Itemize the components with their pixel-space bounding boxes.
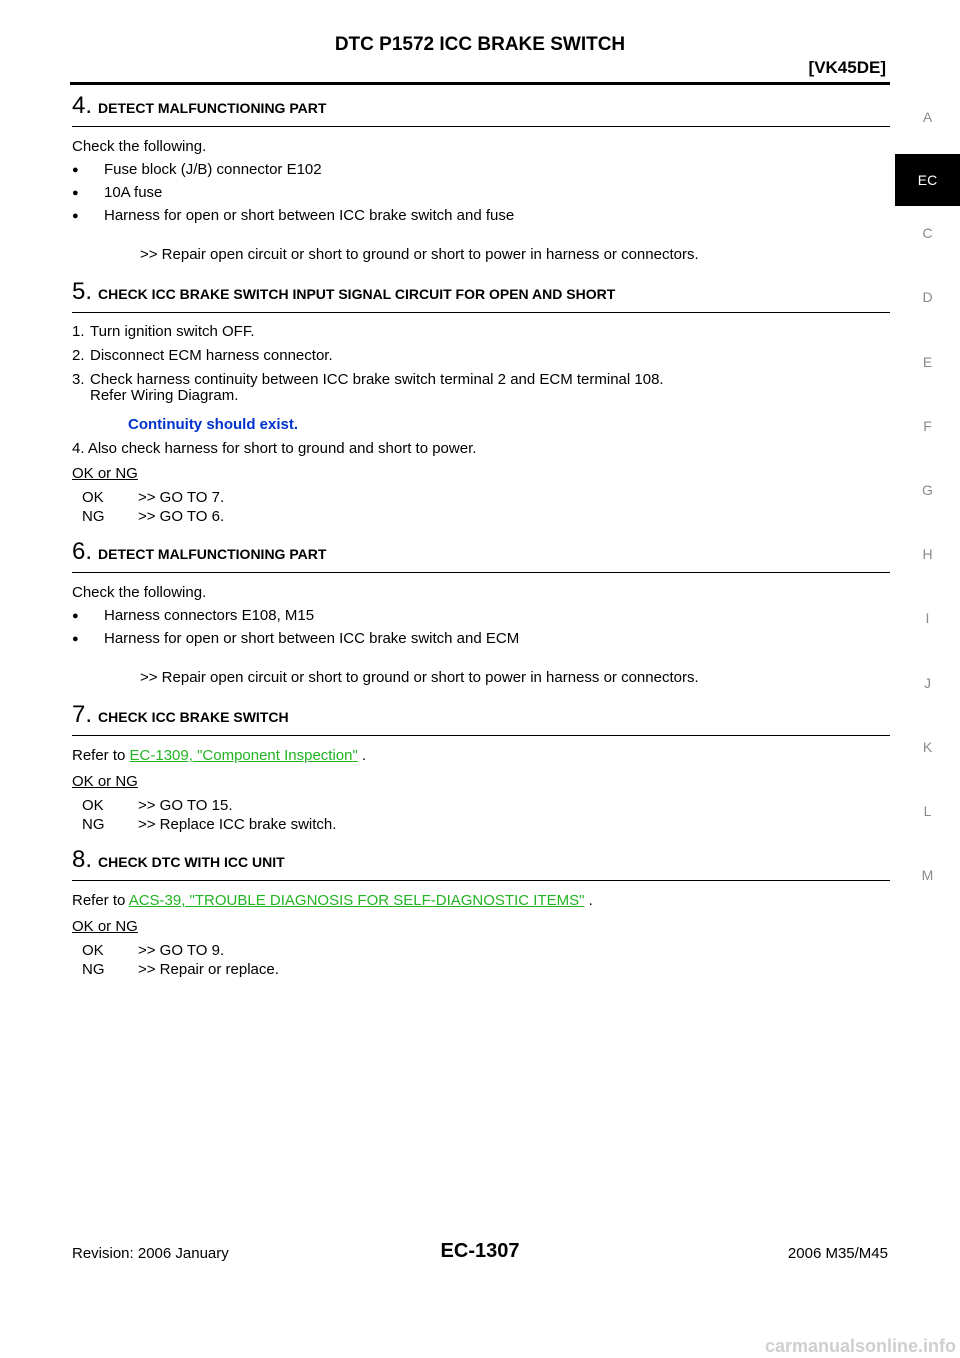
list-item: ●Harness for open or short between ICC b… — [72, 207, 515, 224]
list-item: 1.Turn ignition switch OFF. — [72, 323, 255, 340]
tab-k[interactable]: K — [922, 738, 933, 755]
ng-row: NG>> Repair or replace. — [82, 961, 279, 978]
bullet-icon: ● — [72, 210, 79, 222]
list-item: 3.Check harness continuity between ICC b… — [72, 371, 664, 404]
step-5-heading: 5. CHECK ICC BRAKE SWITCH INPUT SIGNAL C… — [72, 278, 890, 313]
step-title: CHECK DTC WITH ICC UNIT — [98, 854, 285, 870]
step-result: >> Repair open circuit or short to groun… — [140, 246, 699, 263]
step-number: 6. — [72, 538, 93, 565]
ok-ng-label: OK or NG — [72, 918, 138, 935]
bullet-icon: ● — [72, 633, 79, 645]
ng-row: NG>> Replace ICC brake switch. — [82, 816, 337, 833]
ng-row: NG>> GO TO 6. — [82, 508, 225, 525]
step-title: CHECK ICC BRAKE SWITCH — [98, 709, 289, 725]
tab-g[interactable]: G — [922, 481, 933, 498]
ok-ng-group: OK>> GO TO 9. NG>> Repair or replace. — [72, 941, 890, 979]
step-8-heading: 8. CHECK DTC WITH ICC UNIT — [72, 846, 890, 881]
model-text: 2006 M35/M45 — [787, 1245, 888, 1262]
section-tabs: A EC C D E F G H I J K L M — [895, 100, 960, 922]
bullet-icon: ● — [72, 164, 79, 176]
content: 4. DETECT MALFUNCTIONING PART Check the … — [72, 86, 890, 991]
tab-j[interactable]: J — [924, 674, 931, 691]
spec-text: Continuity should exist. — [128, 416, 299, 433]
header-rule — [70, 82, 890, 85]
trouble-diagnosis-link[interactable]: ACS-39, "TROUBLE DIAGNOSIS FOR SELF-DIAG… — [128, 892, 585, 909]
step-number: 7. — [72, 701, 93, 728]
watermark: carmanualsonline.info — [764, 1336, 956, 1356]
step-7-heading: 7. CHECK ICC BRAKE SWITCH — [72, 701, 890, 736]
tab-m[interactable]: M — [921, 867, 934, 884]
ok-row: OK>> GO TO 15. — [82, 797, 233, 814]
list-item: ●Fuse block (J/B) connector E102 — [72, 161, 322, 178]
step-intro: Check the following. — [72, 138, 207, 155]
list-item: ●Harness connectors E108, M15 — [72, 607, 315, 624]
step-title: DETECT MALFUNCTIONING PART — [98, 546, 327, 562]
revision-text: Revision: 2006 January — [72, 1245, 229, 1262]
refer-line: Refer to EC-1309, "Component Inspection"… — [72, 747, 367, 764]
tab-f[interactable]: F — [923, 417, 932, 434]
bullet-icon: ● — [72, 187, 79, 199]
ok-row: OK>> GO TO 7. — [82, 489, 225, 506]
tab-ec[interactable]: EC — [895, 154, 960, 207]
tab-h[interactable]: H — [922, 546, 933, 563]
ok-row: OK>> GO TO 9. — [82, 942, 225, 959]
step-intro: Check the following. — [72, 584, 207, 601]
page-number: EC-1307 — [440, 1240, 520, 1262]
ok-ng-group: OK>> GO TO 7. NG>> GO TO 6. — [72, 488, 890, 526]
bullet-icon: ● — [72, 610, 79, 622]
step-4-heading: 4. DETECT MALFUNCTIONING PART — [72, 92, 890, 127]
step-title: DETECT MALFUNCTIONING PART — [98, 100, 327, 116]
ok-ng-label: OK or NG — [72, 773, 138, 790]
tab-e[interactable]: E — [922, 353, 933, 370]
step-number: 4. — [72, 92, 93, 119]
tab-c[interactable]: C — [922, 225, 933, 242]
engine-code: [VK45DE] — [808, 58, 886, 77]
step-result: >> Repair open circuit or short to groun… — [140, 669, 699, 686]
ok-ng-label: OK or NG — [72, 465, 138, 482]
ok-ng-group: OK>> GO TO 15. NG>> Replace ICC brake sw… — [72, 796, 890, 834]
tab-i[interactable]: I — [925, 610, 930, 627]
step-number: 5. — [72, 278, 93, 305]
step-6-heading: 6. DETECT MALFUNCTIONING PART — [72, 538, 890, 573]
list-item: ●Harness for open or short between ICC b… — [72, 630, 520, 647]
refer-line: Refer to ACS-39, "TROUBLE DIAGNOSIS FOR … — [72, 892, 593, 909]
page-title: DTC P1572 ICC BRAKE SWITCH — [334, 34, 626, 55]
component-inspection-link[interactable]: EC-1309, "Component Inspection" — [129, 747, 358, 764]
list-item: 4. Also check harness for short to groun… — [72, 440, 477, 457]
tab-d[interactable]: D — [922, 289, 933, 306]
list-item: 2.Disconnect ECM harness connector. — [72, 347, 333, 364]
tab-a[interactable]: A — [922, 109, 933, 125]
step-title: CHECK ICC BRAKE SWITCH INPUT SIGNAL CIRC… — [98, 286, 616, 302]
tab-l[interactable]: L — [923, 802, 932, 819]
step-number: 8. — [72, 846, 93, 873]
list-item: ●10A fuse — [72, 184, 163, 201]
